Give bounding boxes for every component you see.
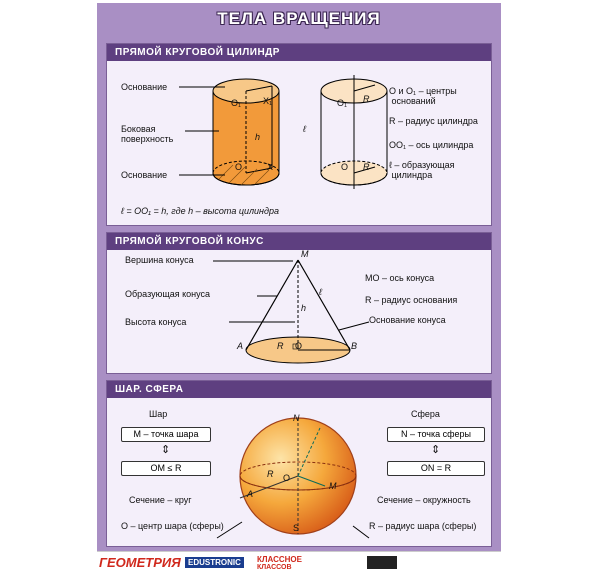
pt-x1: X₁: [263, 96, 273, 106]
pt-m: M: [329, 481, 337, 491]
pt-o: O: [283, 473, 291, 483]
brand-edustronic: EDUSTRONIC: [185, 557, 244, 568]
ball-box-2: OM ≤ R: [121, 461, 211, 476]
sphere-radius-m: [297, 475, 326, 487]
sphere-radius-a: [239, 475, 299, 499]
pointer-base: [338, 321, 370, 331]
lbl-l: ℓ: [303, 124, 306, 134]
cylinder-bottom-front: [212, 172, 280, 186]
lbl-r: R: [277, 341, 284, 351]
pt-o: O: [235, 162, 243, 172]
sphere-radius: R – радиус шара (сферы): [369, 521, 477, 531]
cylinder-diagram: [179, 75, 388, 189]
pt-x: X: [267, 162, 274, 172]
sphere-radius-n: [297, 427, 321, 477]
cylinder2-radius-bottom: [353, 166, 376, 174]
sphere-header: ШАР. СФЕРА: [107, 381, 491, 398]
footer-bar: ГЕОМЕТРИЯ EDUSTRONIC КЛАССНОЕ КЛАССОВ: [97, 551, 501, 574]
label-height: Высота конуса: [125, 317, 187, 327]
poster: ТЕЛА ВРАЩЕНИЯ ПРЯМОЙ КРУГОВОЙ ЦИЛИНДР: [97, 3, 501, 551]
sphere-box-1: N – точка сферы: [387, 427, 485, 442]
brand-classnoe: КЛАССНОЕ: [257, 555, 302, 564]
label-base: Основание конуса: [369, 315, 446, 325]
pt-s: S: [293, 523, 300, 533]
sphere-diagram: [216, 417, 370, 539]
publisher-logo: [367, 556, 397, 569]
cone-desc-2: R – радиус основания: [365, 295, 458, 305]
sphere-title: Сфера: [411, 409, 440, 419]
cone-panel: ПРЯМОЙ КРУГОВОЙ КОНУС Вершина конуса Обр…: [106, 232, 492, 374]
brand-geometry: ГЕОМЕТРИЯ: [99, 555, 181, 570]
sphere-equiv: ⇕: [431, 444, 441, 456]
ball-title: Шар: [149, 409, 168, 419]
lbl-h: h: [301, 303, 307, 313]
poster-title: ТЕЛА ВРАЩЕНИЯ: [217, 9, 381, 28]
label-base-top: Основание: [121, 82, 168, 92]
ball-box-1: M – точка шара: [121, 427, 211, 442]
cone-side-right: [297, 259, 351, 351]
label-vertex: Вершина конуса: [125, 255, 194, 265]
desc-3: OO₁ – ось цилиндра: [389, 140, 474, 150]
cylinder2-radius-top: [353, 84, 376, 92]
cylinder-header: ПРЯМОЙ КРУГОВОЙ ЦИЛИНДР: [107, 44, 491, 61]
desc-1: O и O₁ – центры оснований: [389, 86, 457, 106]
lbl-r: R: [267, 469, 274, 479]
cylinder-radius-top: [245, 85, 273, 92]
formula: ℓ = OO₁ = h, где h – высота цилиндра: [121, 206, 279, 216]
ball-section: Сечение – круг: [129, 495, 192, 505]
label-base-bottom: Основание: [121, 170, 168, 180]
ball-center: O – центр шара (сферы): [121, 521, 224, 531]
sphere-panel: ШАР. СФЕРА Шар M – точка шара ⇕ OM ≤ R С…: [106, 380, 492, 547]
cone-header: ПРЯМОЙ КРУГОВОЙ КОНУС: [107, 233, 491, 250]
lbl-r-bottom: R: [363, 162, 370, 172]
sphere-section: Сечение – окружность: [377, 495, 471, 505]
cone-desc-1: MO – ось конуса: [365, 273, 435, 283]
pt-o-right: O: [341, 162, 349, 172]
pt-b: B: [351, 341, 358, 351]
pt-m: M: [301, 249, 309, 259]
cone-diagram: [213, 259, 370, 364]
pointer-center: [216, 521, 243, 539]
lbl-l: ℓ: [319, 287, 322, 297]
sphere-box-2: ON = R: [387, 461, 485, 476]
pt-n: N: [293, 413, 300, 423]
brand-classov: КЛАССОВ: [257, 564, 292, 571]
cylinder-panel: ПРЯМОЙ КРУГОВОЙ ЦИЛИНДР: [106, 43, 492, 226]
pt-a: A: [247, 489, 254, 499]
pt-o1-right: O₁: [337, 98, 348, 108]
label-generator: Образующая конуса: [125, 289, 211, 299]
label-lateral: Боковая поверхность: [121, 124, 174, 144]
lbl-h: h: [255, 132, 261, 142]
pt-o1: O₁: [231, 98, 242, 108]
cylinder-radius-bottom: [245, 167, 273, 174]
pointer-radius: [352, 525, 370, 539]
lbl-r-top: R: [363, 94, 370, 104]
cone-side-left: [245, 259, 299, 351]
desc-4: ℓ – образующая цилиндра: [389, 160, 455, 180]
desc-2: R – радиус цилиндра: [389, 116, 478, 126]
pt-a: A: [237, 341, 244, 351]
pt-o: O: [295, 341, 303, 351]
ball-equiv: ⇕: [161, 444, 171, 456]
